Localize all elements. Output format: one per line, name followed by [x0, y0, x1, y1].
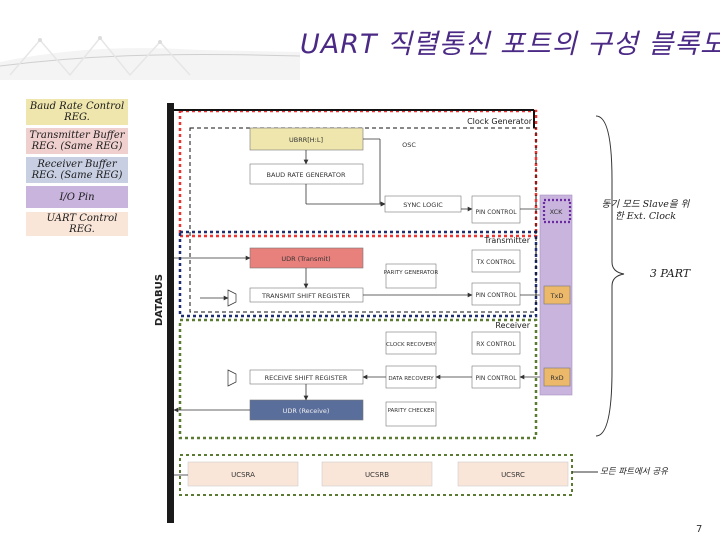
inner-dashed-frame: [189, 127, 537, 313]
three-part-bracket: [595, 115, 625, 437]
parity-checker-label: PARITY CHECKER: [388, 408, 435, 414]
clock-recovery-block: [385, 331, 437, 355]
receiver-label: Receiver: [495, 321, 530, 330]
ucsrc-label: UCSRC: [501, 471, 525, 479]
legend-baud-rate: Baud Rate Control REG.: [26, 99, 128, 125]
udr-tx-label: UDR (Transmit): [281, 255, 330, 263]
xck-label: XCK: [550, 208, 564, 216]
tx-control-label: TX CONTROL: [476, 259, 517, 266]
databus-label: DATABUS: [154, 274, 165, 326]
pin-control-1-label: PIN CONTROL: [475, 209, 517, 216]
legend-io-pin: I/O Pin: [26, 186, 128, 208]
legend-transmitter-buffer: Transmitter Buffer REG. (Same REG): [26, 128, 128, 154]
transmitter-label: Transmitter: [483, 236, 530, 245]
baud-gen-label: BAUD RATE GENERATOR: [267, 171, 346, 179]
rxd-label: RxD: [550, 374, 563, 382]
data-recovery-label: DATA RECOVERY: [388, 376, 434, 382]
parity-gen-label: PARITY GENERATOR: [384, 270, 439, 276]
rx-mux-shape: [227, 369, 237, 387]
tx-shift-label: TRANSMIT SHIFT REGISTER: [261, 292, 351, 300]
receiver-region: [178, 318, 538, 440]
ucsrb-block: [321, 461, 433, 487]
pin-control-1-block: [471, 195, 521, 224]
pin-control-3-label: PIN CONTROL: [475, 375, 517, 382]
rx-control-block: [471, 331, 521, 355]
txd-label: TxD: [550, 292, 564, 300]
legend-uart-control: UART Control REG.: [26, 212, 128, 236]
txd-pin: [543, 285, 571, 305]
ucsra-block: [187, 461, 299, 487]
parity-checker-block: [385, 401, 437, 427]
rxd-pin: [543, 367, 571, 387]
udr-rx-label: UDR (Receive): [283, 407, 330, 415]
legend-receiver-buffer: Receiver Buffer REG. (Same REG): [26, 157, 128, 183]
ubrr-label: UBRR[H:L]: [289, 136, 323, 144]
ucsrc-block: [457, 461, 569, 487]
ucsra-label: UCSRA: [231, 471, 255, 479]
osc-label: OSC: [402, 141, 416, 149]
clock-generator-label: Clock Generator: [467, 117, 533, 126]
clock-recovery-label: CLOCK RECOVERY: [386, 342, 436, 348]
xck-highlight: [542, 198, 572, 224]
three-part-annotation: 3 PART: [649, 267, 691, 280]
tx-control-block: [471, 249, 521, 273]
ucsrb-label: UCSRB: [365, 471, 389, 479]
sync-logic-label: SYNC LOGIC: [403, 201, 443, 209]
rx-control-label: RX CONTROL: [476, 341, 516, 348]
parity-gen-block: [385, 263, 437, 289]
header-decoration: [0, 0, 300, 80]
xck-annotation: 동기 모드 Slave을 위한 Ext. Clock: [601, 199, 690, 222]
tx-mux-shape: [227, 289, 237, 307]
page-title: UART 직렬통신 포트의 구성 블록도: [300, 29, 720, 60]
ucsr-annotation: 모든 파트에서 공유: [600, 467, 668, 477]
rx-shift-label: RECEIVE SHIFT REGISTER: [265, 374, 348, 382]
databus-bar: [167, 103, 174, 523]
page-number: 7: [696, 524, 703, 535]
pin-control-2-label: PIN CONTROL: [475, 292, 517, 299]
